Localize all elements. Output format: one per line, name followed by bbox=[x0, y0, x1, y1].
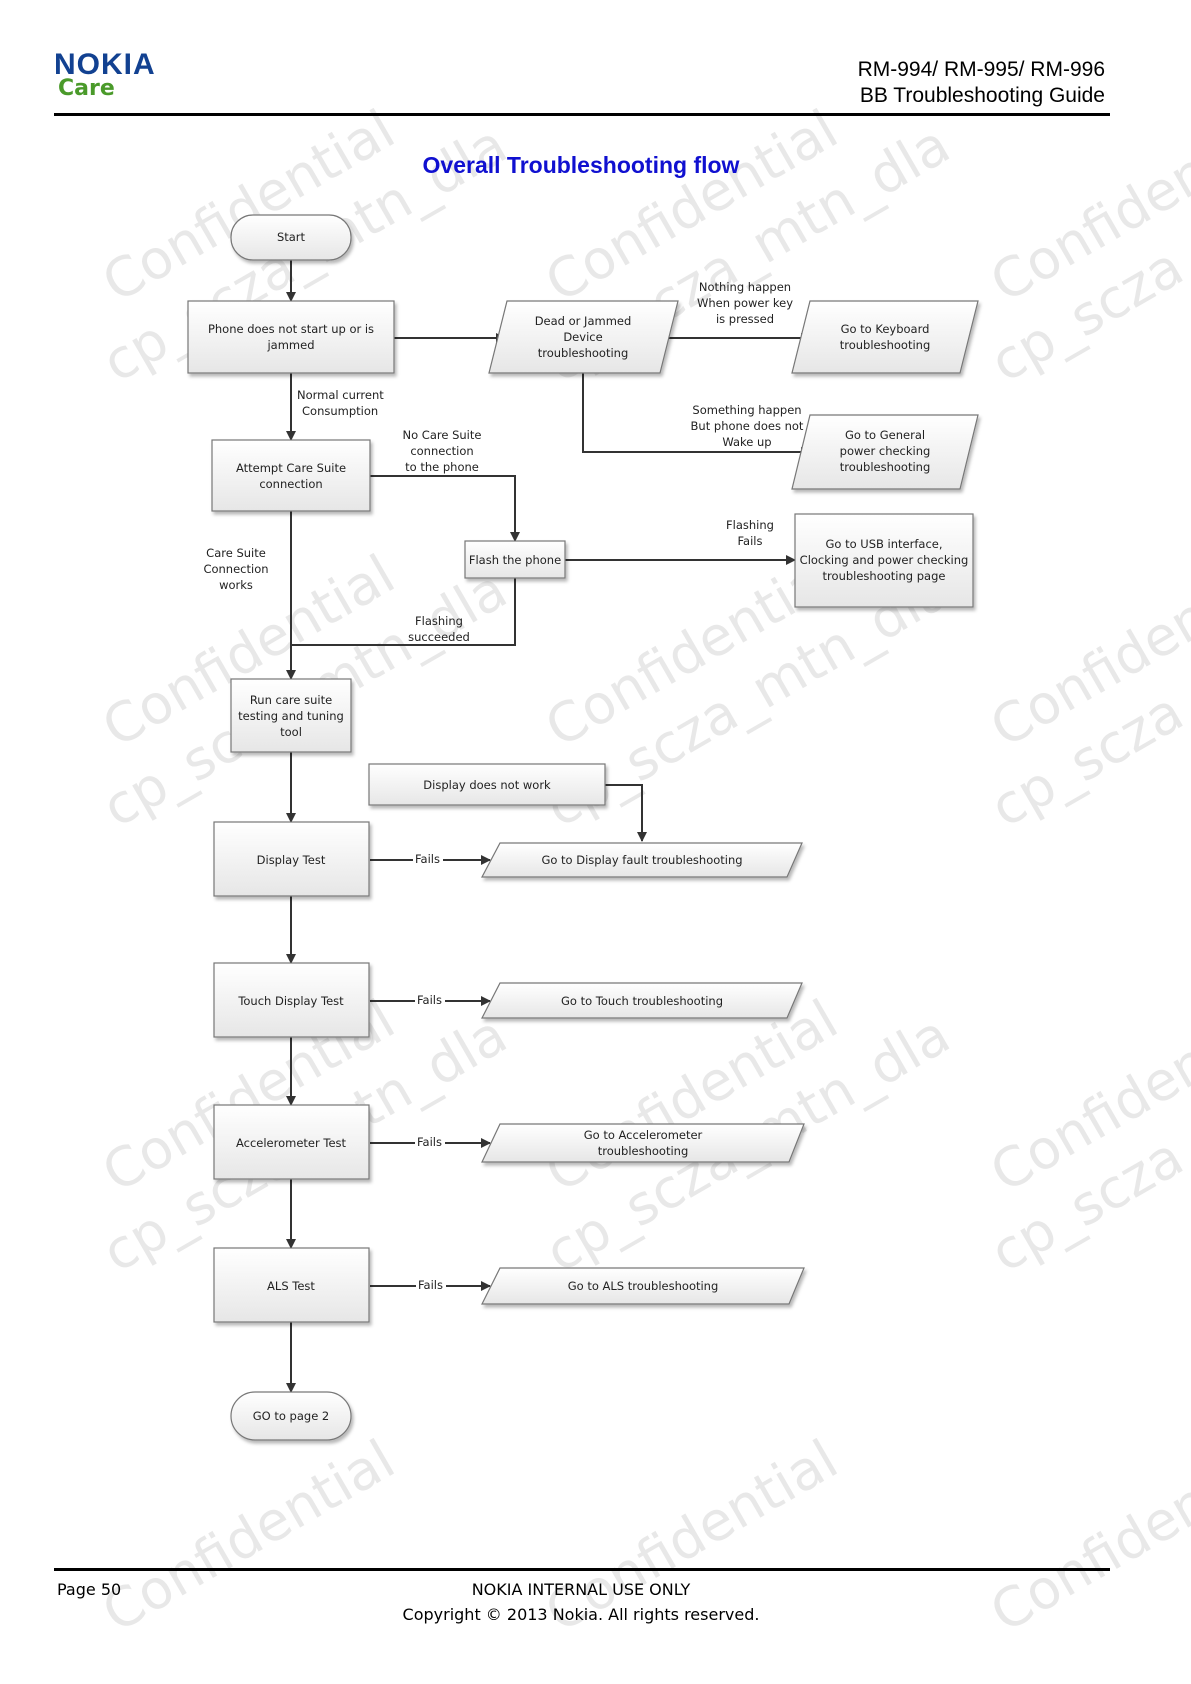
fails-label: Fails bbox=[417, 1135, 442, 1149]
fails-label: Fails bbox=[418, 1278, 443, 1292]
phone-no-start-line2: jammed bbox=[266, 338, 314, 352]
goto-display-fault-label: Go to Display fault troubleshooting bbox=[541, 853, 742, 867]
goto-general-power-line2: power checking bbox=[840, 444, 931, 458]
display-test-label: Display Test bbox=[257, 853, 326, 867]
internal-use-notice: NOKIA INTERNAL USE ONLY bbox=[471, 1580, 691, 1599]
fails-label: Fails bbox=[415, 852, 440, 866]
run-care-suite-line1: Run care suite bbox=[250, 693, 332, 707]
goto-usb-line1: Go to USB interface, bbox=[825, 537, 942, 551]
start-terminator bbox=[230, 214, 352, 261]
goto-als-parallelogram bbox=[481, 1267, 805, 1305]
goto-accelerometer-line1: Go to Accelerometer bbox=[584, 1128, 703, 1142]
dead-jammed-parallelogram bbox=[488, 300, 679, 374]
goto-keyboard-line1: Go to Keyboard bbox=[841, 322, 930, 336]
something-happen-line1: Something happen bbox=[692, 403, 801, 417]
flash-phone-box bbox=[464, 540, 566, 579]
copyright-notice: Copyright © 2013 Nokia. All rights reser… bbox=[402, 1605, 760, 1624]
nothing-happen-line2: When power key bbox=[697, 296, 793, 310]
touch-test-box bbox=[213, 962, 370, 1038]
care-suite-works-line3: works bbox=[219, 578, 253, 592]
flashing-fails-line2: Fails bbox=[738, 534, 763, 548]
dead-jammed-line3: troubleshooting bbox=[538, 346, 629, 360]
goto-general-power-parallelogram bbox=[791, 414, 979, 490]
goto-als-label: Go to ALS troubleshooting bbox=[568, 1279, 719, 1293]
goto-usb-box bbox=[794, 513, 974, 608]
fails-label: Fails bbox=[417, 993, 442, 1007]
normal-current-line1: Normal current bbox=[297, 388, 384, 402]
goto-keyboard-line2: troubleshooting bbox=[840, 338, 931, 352]
phone-no-start-box bbox=[187, 300, 395, 374]
goto-usb-line2: Clocking and power checking bbox=[800, 553, 969, 567]
goto-accelerometer-line2: troubleshooting bbox=[598, 1144, 689, 1158]
accelerometer-test-box bbox=[213, 1104, 370, 1180]
care-suite-works-line1: Care Suite bbox=[206, 546, 266, 560]
care-logo: Care bbox=[58, 76, 115, 101]
touch-test-label: Touch Display Test bbox=[237, 994, 344, 1008]
flashing-succeeded-line1: Flashing bbox=[415, 614, 463, 628]
no-care-suite-line1: No Care Suite bbox=[403, 428, 482, 442]
goto-general-power-line3: troubleshooting bbox=[840, 460, 931, 474]
goto-touch-label: Go to Touch troubleshooting bbox=[561, 994, 723, 1008]
model-numbers: RM-994/ RM-995/ RM-996 bbox=[857, 58, 1105, 81]
attempt-care-suite-line1: Attempt Care Suite bbox=[236, 461, 346, 475]
dead-jammed-line2: Device bbox=[563, 330, 602, 344]
phone-no-start-line1: Phone does not start up or is bbox=[208, 322, 374, 336]
flashing-succeeded-line2: succeeded bbox=[408, 630, 470, 644]
display-test-box bbox=[213, 821, 370, 897]
flashing-fails-line1: Flashing bbox=[726, 518, 774, 532]
guide-title: BB Troubleshooting Guide bbox=[859, 84, 1105, 107]
page-title: Overall Troubleshooting flow bbox=[422, 152, 740, 178]
goto-display-fault-parallelogram bbox=[481, 842, 803, 878]
run-care-suite-line2: testing and tuning bbox=[238, 709, 344, 723]
display-not-work-label: Display does not work bbox=[423, 778, 551, 792]
care-suite-works-line2: Connection bbox=[203, 562, 268, 576]
goto-touch-parallelogram bbox=[481, 982, 803, 1019]
something-happen-line3: Wake up bbox=[722, 435, 771, 449]
attempt-care-suite-line2: connection bbox=[259, 477, 322, 491]
goto-page2-label: GO to page 2 bbox=[253, 1409, 330, 1423]
connectors bbox=[286, 260, 811, 1393]
run-care-suite-box bbox=[230, 678, 352, 753]
page-number: Page 50 bbox=[57, 1580, 122, 1599]
start-label: Start bbox=[277, 230, 306, 244]
dead-jammed-line1: Dead or Jammed bbox=[535, 314, 632, 328]
nothing-happen-line1: Nothing happen bbox=[699, 280, 791, 294]
normal-current-line2: Consumption bbox=[302, 404, 378, 418]
als-test-label: ALS Test bbox=[267, 1279, 315, 1293]
goto-general-power-line1: Go to General bbox=[845, 428, 925, 442]
something-happen-line2: But phone does not bbox=[691, 419, 804, 433]
goto-keyboard-parallelogram bbox=[791, 300, 979, 374]
no-care-suite-line2: connection bbox=[410, 444, 473, 458]
display-not-work-box bbox=[368, 763, 606, 806]
run-care-suite-line3: tool bbox=[280, 725, 302, 739]
goto-usb-line3: troubleshooting page bbox=[823, 569, 946, 583]
accelerometer-test-label: Accelerometer Test bbox=[236, 1136, 347, 1150]
goto-accelerometer-parallelogram bbox=[481, 1123, 805, 1163]
footer-rule bbox=[54, 1568, 1110, 1571]
nothing-happen-line3: is pressed bbox=[716, 312, 774, 326]
als-test-box bbox=[213, 1247, 370, 1323]
goto-page2-terminator bbox=[230, 1391, 352, 1441]
nokia-logo: NOKIA bbox=[54, 48, 156, 81]
flash-phone-label: Flash the phone bbox=[469, 553, 561, 567]
no-care-suite-line3: to the phone bbox=[405, 460, 479, 474]
header-rule bbox=[54, 113, 1110, 116]
attempt-care-suite-box bbox=[211, 439, 371, 512]
